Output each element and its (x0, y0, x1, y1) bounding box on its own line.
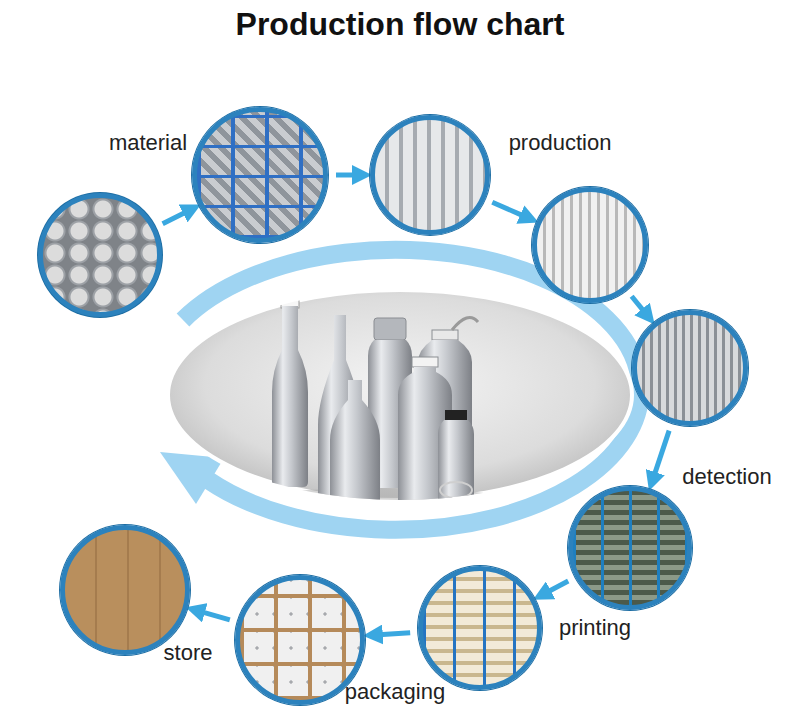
step-label: printing (559, 616, 631, 640)
flow-arrow (379, 633, 410, 635)
step-node: packaging (235, 575, 365, 705)
step-node: material (192, 107, 328, 243)
step-label: detection (682, 465, 771, 489)
flow-arrow (632, 296, 645, 312)
flow-arrow (163, 212, 187, 224)
step-node (632, 310, 748, 426)
step-node (38, 193, 162, 317)
step-node (532, 187, 648, 303)
step-photo (38, 193, 162, 317)
step-photo (568, 486, 692, 610)
step-label: production (509, 131, 612, 155)
step-photo (370, 115, 490, 235)
step-photo (192, 107, 328, 243)
flow-arrow (336, 173, 356, 178)
step-node: printing (418, 566, 542, 690)
step-label: material (109, 131, 187, 155)
step-photo (60, 525, 190, 655)
step-photo (632, 310, 748, 426)
step-node: detection (568, 486, 692, 610)
step-photo (418, 566, 542, 690)
photo-oval (168, 290, 632, 500)
step-photo (532, 187, 648, 303)
flow-arrow (492, 202, 524, 216)
step-node: production (370, 115, 490, 235)
flow-arrow (547, 581, 568, 592)
step-label: store (164, 641, 213, 665)
step-label: packaging (345, 680, 445, 704)
step-node: store (60, 525, 190, 655)
chart-title: Production flow chart (0, 6, 800, 43)
bottles (260, 296, 500, 508)
flow-arrow (201, 612, 230, 620)
flow-arrow (654, 431, 669, 476)
